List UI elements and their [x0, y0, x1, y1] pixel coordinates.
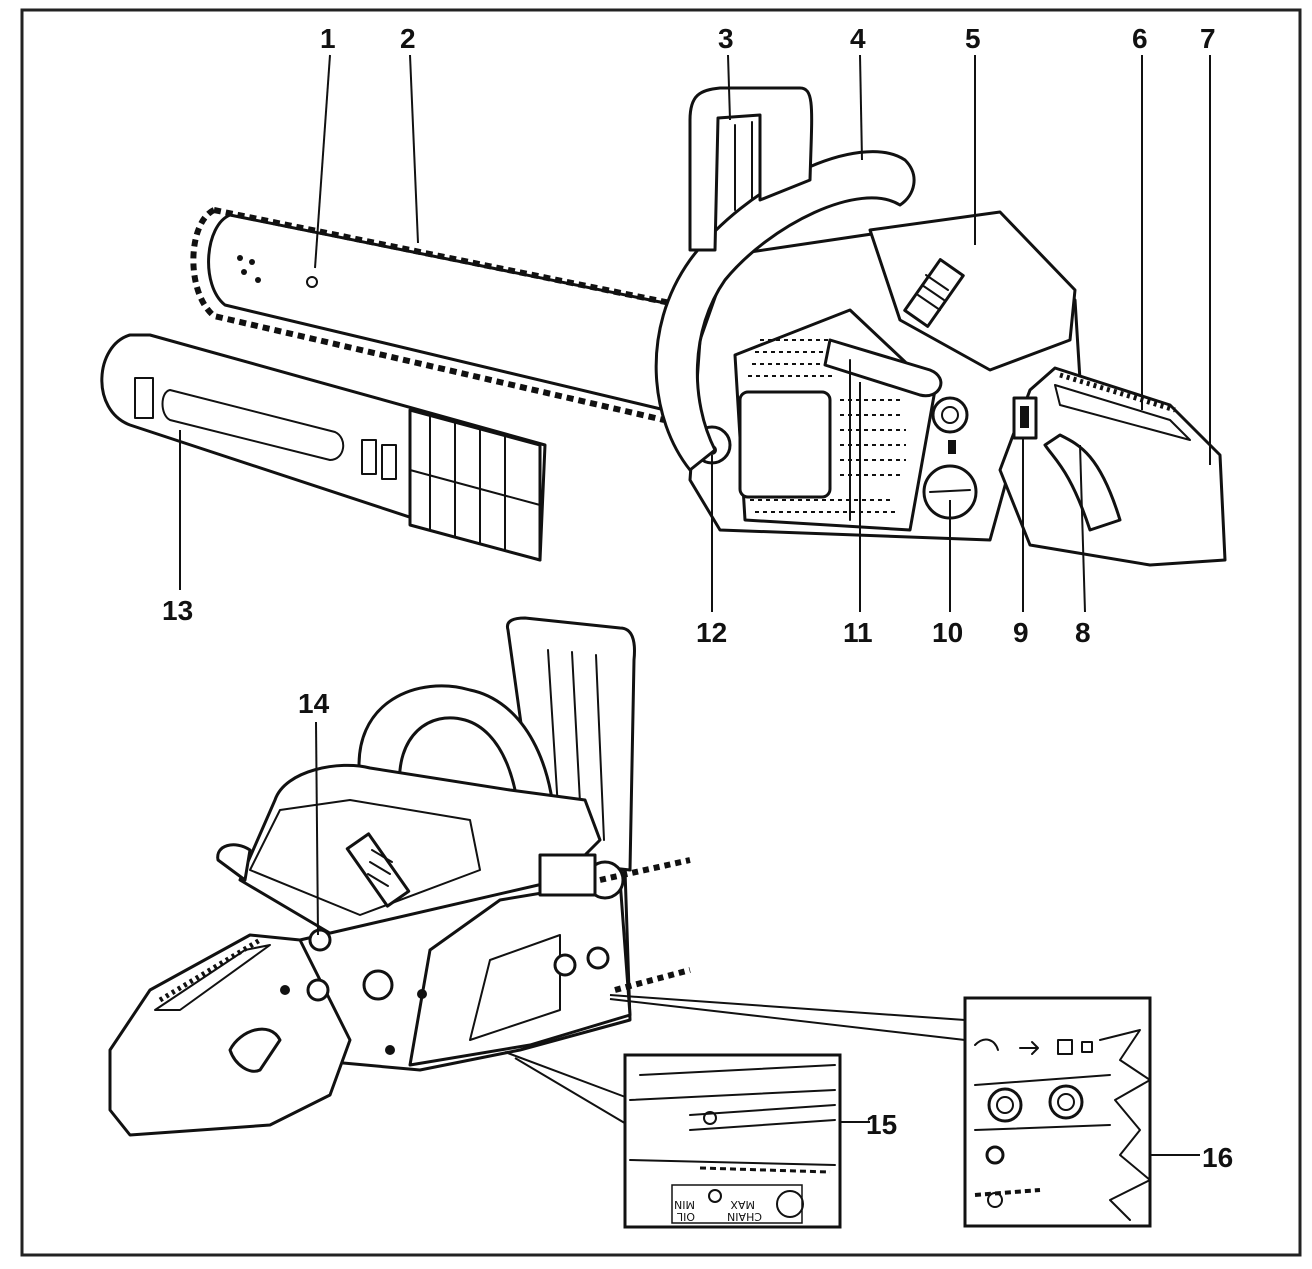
top-leaders [179, 54, 1211, 613]
callout-13: 13 [162, 595, 193, 626]
oil-drop-icon [776, 1190, 804, 1218]
inset-label-max: MAX [730, 1198, 755, 1211]
callout-5: 5 [965, 23, 981, 54]
front-handle [654, 150, 916, 472]
callout-10: 10 [932, 617, 963, 648]
padlock-open-icon [974, 1038, 999, 1051]
hand-guard [688, 86, 814, 252]
callout-3: 3 [718, 23, 734, 54]
inset-label-oil: OIL [676, 1210, 695, 1223]
padlock-closed-icon [1057, 1039, 1073, 1055]
callout-4: 4 [850, 23, 866, 54]
inset-chain-brake [963, 996, 1152, 1228]
arrow-icon [1019, 1041, 1039, 1055]
callout-11: 11 [843, 617, 873, 648]
callout-9: 9 [1013, 617, 1029, 648]
callout-1: 1 [320, 23, 336, 54]
callout-6: 6 [1132, 23, 1148, 54]
rear-handle [998, 366, 1227, 567]
callout-16: 16 [1202, 1142, 1233, 1173]
callout-15: 15 [866, 1109, 897, 1140]
fuel-cap [308, 928, 332, 952]
callout-14: 14 [298, 688, 330, 719]
inset-label-chain: CHAIN [727, 1210, 762, 1223]
guide-bar [190, 207, 681, 423]
bar-cover [100, 333, 547, 562]
callout-7: 7 [1200, 23, 1216, 54]
inset-oil-screw: MIN OIL MAX CHAIN [623, 1053, 842, 1229]
engine-body [688, 210, 1082, 542]
bottom-leaders [315, 721, 1200, 1156]
callout-12: 12 [696, 617, 727, 648]
figure-frame [20, 8, 1302, 1257]
top-chainsaw [100, 86, 1227, 567]
bottom-chainsaw [108, 616, 691, 1137]
inset-label-min: MIN [674, 1198, 695, 1211]
callout-2: 2 [400, 23, 416, 54]
callout-numbers: 1 2 3 4 5 6 7 8 9 10 11 12 13 14 15 16 [162, 23, 1233, 1173]
callout-8: 8 [1075, 617, 1091, 648]
